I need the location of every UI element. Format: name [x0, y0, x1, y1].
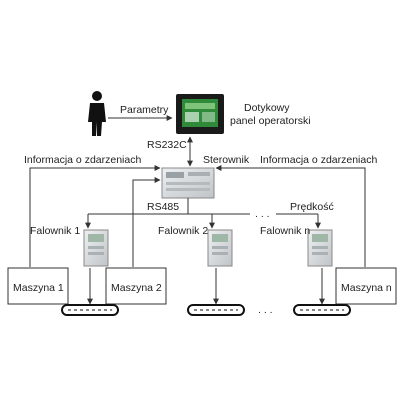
machine-n-label: Maszyna n: [341, 282, 392, 294]
parameters-label: Parametry: [120, 104, 169, 116]
bus-dots: . . .: [255, 208, 270, 220]
controller-label: Sterownik: [203, 154, 250, 166]
touch-panel-label-line2: panel operatorski: [230, 115, 311, 127]
rs232-label: RS232C: [147, 139, 187, 151]
operator-person-icon: [88, 91, 106, 136]
machine-2-label: Maszyna 2: [111, 282, 162, 294]
machine-n-box: [335, 267, 397, 305]
touch-panel-icon: [176, 94, 224, 134]
inverter-2-icon: [207, 229, 233, 267]
inverter-1-icon: [83, 229, 109, 267]
inverter-2-label: Falownik 2: [158, 225, 208, 237]
inverter-1-label: Falownik 1: [30, 225, 80, 237]
rs485-label: RS485: [147, 201, 179, 213]
machine2-to-controller-line: [132, 177, 161, 267]
conveyor-2-icon: [187, 304, 245, 316]
speed-label: Prędkość: [290, 201, 334, 213]
conveyor-n-icon: [293, 304, 351, 316]
events-left-label: Informacja o zdarzeniach: [24, 154, 141, 166]
events-right-label: Informacja o zdarzeniach: [260, 154, 377, 166]
inverter-n-icon: [307, 229, 333, 267]
conveyor-1-icon: [61, 304, 119, 316]
events-left-line: [29, 165, 161, 267]
machine-1-label: Maszyna 1: [13, 282, 64, 294]
controller-plc-icon: [161, 167, 215, 199]
machine-1-box: [7, 267, 69, 305]
events-right-line: [215, 165, 366, 267]
touch-panel-label-line1: Dotykowy: [244, 102, 290, 114]
conveyor-dots: . . .: [258, 304, 273, 316]
inverter-n-label: Falownik n: [260, 225, 310, 237]
machine-2-box: [105, 267, 167, 305]
